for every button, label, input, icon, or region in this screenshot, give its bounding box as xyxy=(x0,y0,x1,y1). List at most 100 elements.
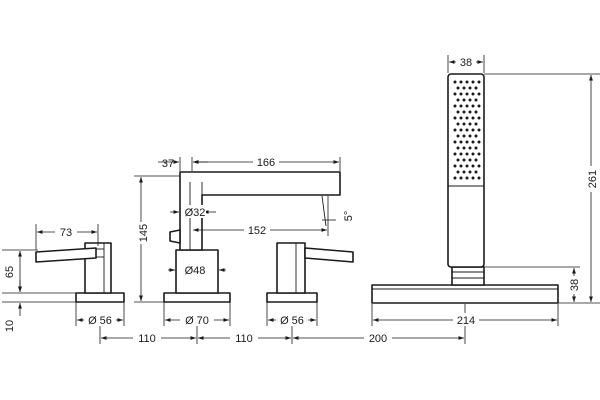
label-145: 145 xyxy=(138,224,150,242)
shower-handle xyxy=(447,73,485,268)
spray-nozzle-dot xyxy=(477,152,481,156)
spray-nozzle-dot xyxy=(453,140,457,144)
spray-nozzle-dot xyxy=(465,152,469,156)
spray-nozzle-dot xyxy=(459,116,463,120)
right-valve-base xyxy=(266,292,318,303)
label-73: 73 xyxy=(60,227,72,239)
dim-chain-bottom: 110 110 200 xyxy=(99,304,466,345)
spray-nozzle-dot xyxy=(453,104,457,108)
spray-nozzle-dot xyxy=(456,158,460,162)
label-d56-mid: Ø 56 xyxy=(280,315,304,327)
spout-base xyxy=(163,292,231,303)
spray-nozzle-dot xyxy=(477,104,481,108)
spray-nozzle-dot xyxy=(462,98,466,102)
dim-152: 152 xyxy=(193,196,329,237)
spray-nozzle-dot xyxy=(468,158,472,162)
dim-38-right: 38 xyxy=(484,266,581,302)
spout-lever xyxy=(169,229,181,244)
spray-nozzle-dot xyxy=(462,110,466,114)
spray-nozzle-dot xyxy=(471,176,475,180)
spray-nozzle-dot xyxy=(471,152,475,156)
dim-diameter-48: Ø48 xyxy=(168,263,226,277)
spray-nozzle-dot xyxy=(456,134,460,138)
spray-nozzle-dot xyxy=(459,104,463,108)
dim-73: 73 xyxy=(35,224,99,250)
dim-diameter-56-left: Ø 56 xyxy=(75,302,125,327)
label-200: 200 xyxy=(369,333,387,345)
spray-nozzle-dot xyxy=(465,176,469,180)
label-166: 166 xyxy=(257,157,275,169)
dim-38-top: 38 xyxy=(447,55,485,73)
spray-nozzle-dot xyxy=(477,116,481,120)
spray-nozzle-dot xyxy=(468,146,472,150)
spray-nozzle-dot xyxy=(474,170,478,174)
spray-nozzle-dot xyxy=(462,158,466,162)
spray-nozzle-dot xyxy=(477,176,481,180)
spray-nozzle-dot xyxy=(456,146,460,150)
label-110-a: 110 xyxy=(138,333,156,345)
label-65: 65 xyxy=(4,266,16,278)
spray-nozzle-dot xyxy=(453,116,457,120)
label-d48: Ø48 xyxy=(185,265,206,277)
spray-nozzle-dot xyxy=(465,92,469,96)
spray-nozzle-dot xyxy=(465,164,469,168)
right-valve-lever xyxy=(304,247,354,263)
spray-nozzle-dot xyxy=(465,116,469,120)
spray-nozzle-dot xyxy=(465,104,469,108)
spray-nozzle-dot xyxy=(459,128,463,132)
left-valve-base xyxy=(75,292,125,303)
spray-nozzle-dot xyxy=(474,134,478,138)
spray-nozzle-dot xyxy=(462,122,466,126)
spray-nozzle-dot xyxy=(468,170,472,174)
spray-nozzle-dot xyxy=(474,122,478,126)
spray-nozzle-dot xyxy=(465,140,469,144)
spray-nozzle-dot xyxy=(456,170,460,174)
spray-nozzle-dot xyxy=(459,152,463,156)
label-261: 261 xyxy=(587,170,599,188)
spray-nozzle-dot xyxy=(474,110,478,114)
hand-shower xyxy=(371,73,559,304)
spray-nozzle-dot xyxy=(471,164,475,168)
dim-37: 37 xyxy=(158,157,208,171)
label-214: 214 xyxy=(457,315,475,327)
spray-nozzle-dot xyxy=(477,128,481,132)
spray-nozzle-dot xyxy=(456,98,460,102)
spray-nozzle-dot xyxy=(453,176,457,180)
label-10: 10 xyxy=(4,320,16,332)
dim-166: 166 xyxy=(193,155,341,171)
spray-nozzle-dot xyxy=(477,92,481,96)
spray-nozzle-dot xyxy=(474,98,478,102)
spray-nozzle-dot xyxy=(462,146,466,150)
spray-nozzle-dot xyxy=(459,176,463,180)
spray-nozzle-dot xyxy=(459,92,463,96)
shower-coupling xyxy=(451,266,485,286)
spray-nozzle-dot xyxy=(471,116,475,120)
label-38-right: 38 xyxy=(569,279,581,291)
spray-nozzle-dot xyxy=(477,140,481,144)
spray-nozzle-dot xyxy=(468,110,472,114)
spray-nozzle-dot xyxy=(459,140,463,144)
shower-spray-face xyxy=(453,80,481,180)
dim-214: 214 xyxy=(371,304,559,327)
dim-diameter-70: Ø 70 xyxy=(163,302,231,327)
spray-nozzle-dot xyxy=(453,152,457,156)
spray-nozzle-dot xyxy=(465,80,469,84)
spray-nozzle-dot xyxy=(468,122,472,126)
spray-nozzle-dot xyxy=(474,146,478,150)
spray-nozzle-dot xyxy=(459,164,463,168)
label-5deg: 5° xyxy=(343,211,355,222)
spray-nozzle-dot xyxy=(474,86,478,90)
label-37: 37 xyxy=(162,158,174,170)
spray-nozzle-dot xyxy=(477,164,481,168)
spray-nozzle-dot xyxy=(471,80,475,84)
label-d32: Ø32 xyxy=(185,207,206,219)
spray-nozzle-dot xyxy=(462,86,466,90)
spray-nozzle-dot xyxy=(471,128,475,132)
dim-diameter-32: Ø32 xyxy=(170,205,216,219)
spray-nozzle-dot xyxy=(456,122,460,126)
spray-nozzle-dot xyxy=(477,80,481,84)
spray-nozzle-dot xyxy=(471,92,475,96)
spray-nozzle-dot xyxy=(468,134,472,138)
dim-10: 10 xyxy=(2,280,76,332)
label-152: 152 xyxy=(248,225,266,237)
